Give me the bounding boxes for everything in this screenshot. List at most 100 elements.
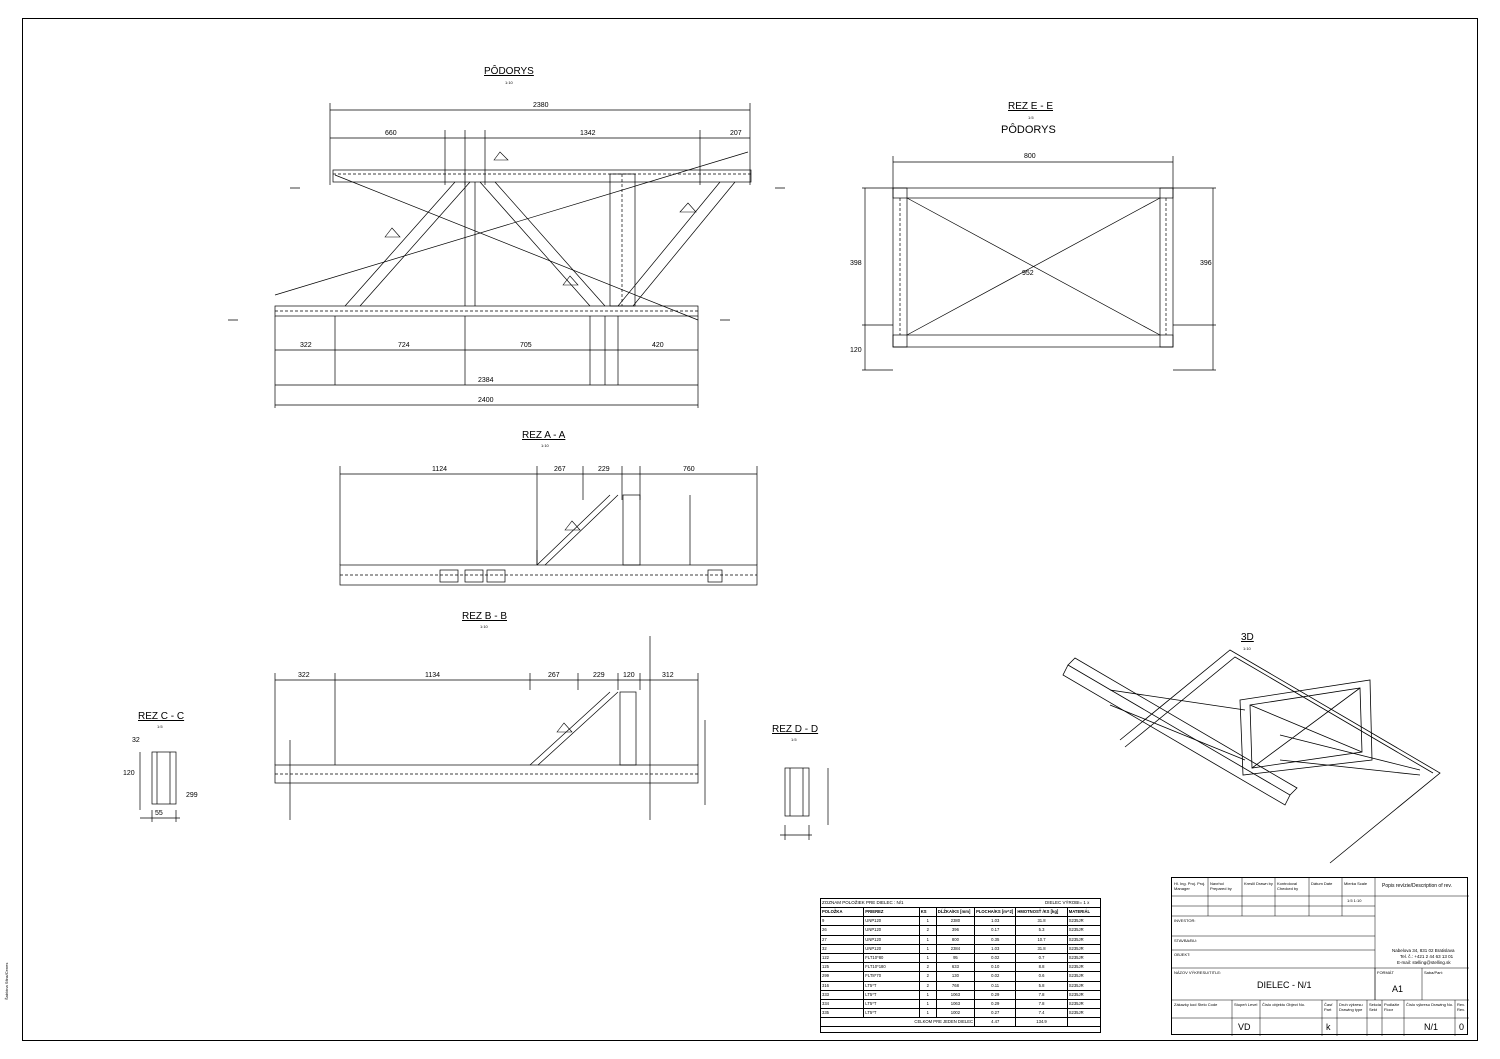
parts-table-header: POLOŽKA PRIEREZ KS DĹŽKA/KS [mm] PLOCHA/…: [819, 906, 1102, 918]
table-cell: S235JR: [1066, 1008, 1102, 1019]
table-cell: 1063: [935, 998, 976, 1010]
dim-ee-396: 396: [1200, 260, 1212, 267]
tb-scale: Mierka Scale: [1344, 881, 1368, 886]
table-cell: S235JR: [1066, 916, 1102, 927]
table-cell: UNP120: [863, 934, 920, 945]
table-cell: S235JR: [1066, 952, 1102, 964]
tb-company-addr: Nabelova 34, 831 02 Bratislava: [1392, 948, 1455, 953]
table-cell: 1.03: [974, 943, 1017, 954]
tb-company-tel: Tel. č.: +421 2 44 63 13 01: [1400, 954, 1454, 959]
tb-h-sheet: Sekcia Sekt: [1369, 1002, 1382, 1012]
dim-ee-952: 952: [1022, 270, 1034, 277]
table-cell: UNP120: [863, 925, 920, 936]
table-cell: 1: [918, 916, 937, 927]
total-empty: [1066, 1017, 1102, 1028]
total-area: 4.47: [974, 1017, 1017, 1028]
table-cell: S235JR: [1066, 980, 1102, 991]
table-cell: 26: [819, 925, 865, 936]
dim-podorys-1342: 1342: [580, 130, 596, 137]
dim-bb-312: 312: [662, 672, 674, 679]
total-mass: 134.9: [1015, 1017, 1068, 1028]
parts-table-total: CELKOM PRE JEDEN DIELEC 4.47 134.9: [819, 1017, 1102, 1028]
tb-scale-values: 1:5 1:10: [1347, 898, 1362, 903]
rez-ee-subtitle: PÔDORYS: [1001, 124, 1056, 136]
tb-h-rev: Rev. Rev.: [1457, 1002, 1465, 1012]
table-cell: 1: [918, 943, 937, 954]
dim-cc-299: 299: [186, 792, 198, 799]
dim-aa-1124: 1124: [432, 466, 447, 473]
table-cell: 1: [918, 952, 937, 964]
table-cell: S235JR: [1066, 925, 1102, 936]
rez-aa-view: [339, 466, 758, 586]
col-material: MATERIÁL: [1066, 906, 1102, 918]
rez-bb-scale: 1:10: [480, 624, 488, 629]
parts-table-caption: ZOZNAM POLOŽIEK PRE DIELEC : N/1: [822, 900, 904, 905]
dim-bb-229: 229: [593, 672, 605, 679]
tb-objekt: OBJEKT:: [1174, 952, 1191, 957]
rez-aa-title: REZ A - A: [522, 430, 566, 441]
rez-cc-view: [139, 751, 180, 822]
table-cell: 1: [918, 934, 937, 945]
table-cell: 299: [819, 971, 865, 982]
table-cell: LT5*T: [863, 989, 920, 1000]
table-cell: 396: [935, 925, 976, 936]
dim-cc-55: 55: [155, 810, 163, 817]
table-cell: 0.02: [974, 952, 1017, 964]
tb-revision: Popis revízie/Description of rev.: [1382, 883, 1452, 889]
dim-aa-267: 267: [554, 466, 566, 473]
table-cell: 1.03: [974, 916, 1017, 927]
tb-prepared: Navrhol Prepared by: [1210, 881, 1232, 891]
table-cell: S235JR: [1066, 989, 1102, 1000]
tb-format-label: FORMÁT: [1377, 970, 1394, 975]
table-cell: 1: [918, 1008, 937, 1019]
dim-ee-120: 120: [850, 347, 862, 354]
view-3d-scale: 1:10: [1243, 646, 1251, 651]
tb-checked: Kontroloval Checked by: [1277, 881, 1299, 891]
table-cell: 2: [918, 971, 937, 982]
table-cell: 316: [819, 980, 865, 991]
table-cell: 0.29: [974, 989, 1017, 1000]
table-cell: 5.8: [1015, 980, 1068, 991]
tb-rev: 0: [1459, 1022, 1465, 1032]
dim-podorys-207: 207: [730, 130, 742, 137]
table-cell: LT5*T: [863, 998, 920, 1010]
tb-h-drawing-no: Číslo výkresu Drawing No.: [1406, 1002, 1454, 1007]
table-cell: UNP120: [863, 943, 920, 954]
dim-bb-267: 267: [548, 672, 560, 679]
tb-h-object-no: Číslo objektu Object No.: [1262, 1002, 1306, 1007]
col-prierez: PRIEREZ: [863, 906, 920, 918]
table-cell: 10.7: [1015, 934, 1068, 945]
table-cell: LT5*T: [863, 980, 920, 991]
table-cell: 333: [819, 989, 865, 1000]
table-cell: 31.8: [1015, 943, 1068, 954]
table-cell: 130: [935, 971, 976, 982]
tb-h-part-no: Časť Part: [1324, 1002, 1333, 1012]
tb-h-code: Zákazky kod Stelo Code: [1174, 1002, 1218, 1007]
rez-ee-scale: 1:5: [1028, 115, 1034, 120]
tb-part-label: Saba/Part:: [1424, 970, 1443, 975]
dim-bb-322: 322: [298, 672, 310, 679]
col-polozka: POLOŽKA: [819, 906, 865, 918]
rez-dd-view: [780, 767, 829, 840]
dim-ee-800: 800: [1024, 153, 1036, 160]
table-cell: 633: [935, 962, 976, 973]
table-cell: 0.17: [974, 925, 1017, 936]
tb-drawn: Kreslil Drawn by: [1244, 881, 1273, 886]
table-cell: 7.8: [1015, 998, 1068, 1010]
table-cell: S235JR: [1066, 943, 1102, 954]
table-cell: 800: [935, 934, 976, 945]
table-cell: 2: [918, 962, 937, 973]
table-cell: UNP120: [863, 916, 920, 927]
dim-cc-32: 32: [132, 737, 140, 744]
rez-cc-title: REZ C - C: [138, 711, 185, 722]
podorys-scale: 1:10: [505, 80, 513, 85]
table-cell: 2380: [935, 916, 976, 927]
dim-podorys-705: 705: [520, 342, 532, 349]
table-cell: 0.02: [974, 971, 1017, 982]
dim-podorys-total-top: 2380: [533, 102, 549, 109]
title-block-grid: [1172, 878, 1469, 1036]
